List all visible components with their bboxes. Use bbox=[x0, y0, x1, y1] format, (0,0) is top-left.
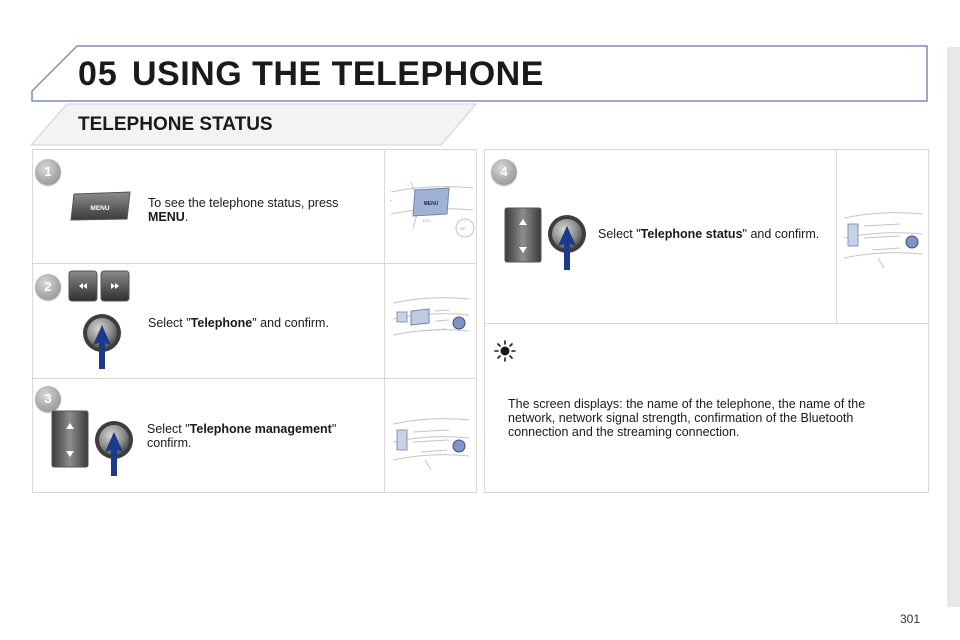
step-badge-4: 4 bbox=[491, 159, 517, 185]
section-header-frame bbox=[31, 103, 477, 146]
chapter-header-frame bbox=[31, 45, 928, 102]
control-panel-illustration-menu: MENU ESC OK " bbox=[390, 181, 475, 238]
panel-esc-label: ESC bbox=[423, 218, 431, 223]
step-badge-2: 2 bbox=[35, 274, 61, 300]
row-divider bbox=[32, 378, 477, 379]
control-panel-illustration-status bbox=[843, 212, 923, 269]
seek-buttons[interactable] bbox=[67, 269, 131, 303]
step-badge-1: 1 bbox=[35, 159, 61, 185]
row-divider bbox=[484, 323, 929, 324]
section-title: TELEPHONE STATUS bbox=[78, 114, 273, 135]
scroll-buttons[interactable] bbox=[50, 409, 90, 469]
ok-dial-with-arrow[interactable]: OK bbox=[78, 311, 126, 371]
chapter-title: USING THE TELEPHONE bbox=[132, 55, 544, 93]
page-edge-tab bbox=[947, 47, 960, 607]
step-2-text: Select "Telephone" and confirm. bbox=[148, 316, 329, 330]
row-divider bbox=[32, 263, 477, 264]
step-4-text: Select "Telephone status" and confirm. bbox=[598, 227, 820, 241]
column-divider bbox=[836, 149, 837, 323]
ok-dial-with-arrow[interactable]: OK bbox=[543, 214, 591, 272]
menu-button[interactable]: MENU bbox=[70, 191, 132, 221]
control-panel-illustration-scroll bbox=[392, 418, 470, 471]
svg-text:": " bbox=[390, 200, 392, 206]
control-panel-illustration-seek bbox=[392, 297, 470, 336]
panel-menu-label: MENU bbox=[424, 201, 439, 207]
scroll-buttons[interactable] bbox=[503, 206, 543, 264]
steps-panel-right bbox=[484, 149, 929, 493]
step-3-text: Select "Telephone management"confirm. bbox=[147, 422, 337, 450]
step-badge-3: 3 bbox=[35, 386, 61, 412]
lightbulb-icon bbox=[494, 340, 516, 362]
ok-dial-with-arrow[interactable]: OK bbox=[90, 420, 138, 478]
chapter-number: 05 bbox=[78, 55, 118, 93]
column-divider bbox=[384, 149, 385, 493]
steps-panel-left bbox=[32, 149, 477, 493]
page-number: 301 bbox=[899, 612, 920, 626]
panel-ok-label: OK bbox=[460, 226, 466, 231]
menu-button-label: MENU bbox=[90, 205, 109, 212]
info-text: The screen displays: the name of the tel… bbox=[508, 397, 866, 439]
